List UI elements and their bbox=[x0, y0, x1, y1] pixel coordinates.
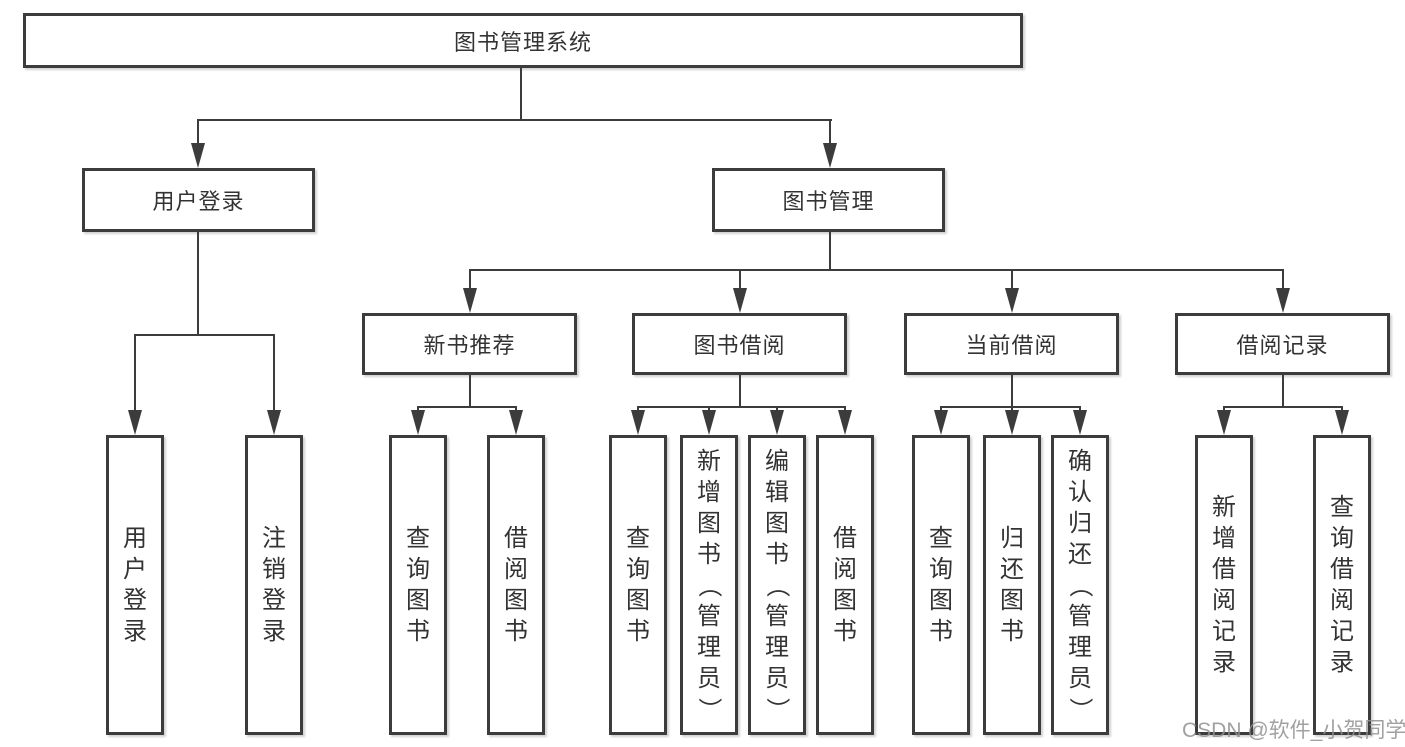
leaf-label: 新增借阅记录 bbox=[1212, 494, 1236, 676]
connector-line bbox=[469, 269, 1284, 271]
arrowhead-down-icon bbox=[191, 143, 205, 168]
connector-line bbox=[739, 374, 741, 408]
connector-line bbox=[197, 119, 832, 121]
leaf-edit-books-admin: 编辑图书（管理员） bbox=[748, 435, 806, 735]
arrowhead-down-icon bbox=[1005, 288, 1019, 313]
leaf-add-borrow-record: 新增借阅记录 bbox=[1195, 435, 1253, 735]
connector-line bbox=[637, 406, 846, 408]
connector-line bbox=[1011, 374, 1013, 408]
leaf-label: 借阅图书 bbox=[504, 525, 528, 645]
connector-line bbox=[197, 231, 199, 335]
leaf-label: 查询图书 bbox=[929, 525, 953, 645]
arrowhead-down-icon bbox=[1217, 410, 1231, 435]
node-label: 新书推荐 bbox=[423, 333, 516, 358]
leaf-label: 查询图书 bbox=[406, 525, 430, 645]
leaf-label: 编辑图书（管理员） bbox=[763, 447, 791, 722]
leaf-label: 查询借阅记录 bbox=[1330, 494, 1354, 676]
arrowhead-down-icon bbox=[463, 288, 477, 313]
connector-line bbox=[829, 231, 831, 271]
node-current-borrowing: 当前借阅 bbox=[904, 313, 1119, 375]
connector-line bbox=[134, 334, 136, 412]
arrowhead-down-icon bbox=[1073, 410, 1087, 435]
leaf-label: 借阅图书 bbox=[833, 525, 857, 645]
node-label: 用户登录 bbox=[152, 189, 245, 214]
arrowhead-down-icon bbox=[838, 410, 852, 435]
arrowhead-down-icon bbox=[823, 143, 837, 168]
arrowhead-down-icon bbox=[702, 410, 716, 435]
leaf-label: 注销登录 bbox=[262, 525, 286, 645]
connector-line bbox=[134, 334, 275, 336]
leaf-label: 查询图书 bbox=[626, 525, 650, 645]
leaf-query-borrow-record: 查询借阅记录 bbox=[1313, 435, 1371, 735]
arrowhead-down-icon bbox=[1005, 410, 1019, 435]
node-label: 图书借阅 bbox=[693, 333, 786, 358]
connector-line bbox=[273, 334, 275, 412]
leaf-newbooks-borrow-books: 借阅图书 bbox=[487, 435, 545, 735]
connector-line bbox=[469, 269, 471, 291]
node-label: 图书管理系统 bbox=[453, 29, 592, 55]
node-label: 当前借阅 bbox=[965, 333, 1058, 358]
leaf-borrow-query-books: 查询图书 bbox=[609, 435, 667, 735]
connector-line bbox=[829, 119, 831, 146]
connector-line bbox=[739, 269, 741, 291]
leaf-borrow-books: 借阅图书 bbox=[816, 435, 874, 735]
arrowhead-down-icon bbox=[1335, 410, 1349, 435]
node-book-borrowing: 图书借阅 bbox=[632, 313, 847, 375]
leaf-newbooks-query-books: 查询图书 bbox=[389, 435, 447, 735]
node-borrow-records: 借阅记录 bbox=[1175, 313, 1390, 375]
leaf-user-login: 用户登录 bbox=[106, 435, 164, 735]
leaf-logout: 注销登录 bbox=[245, 435, 303, 735]
arrowhead-down-icon bbox=[267, 410, 281, 435]
connector-line bbox=[520, 68, 522, 120]
connector-line bbox=[940, 406, 1081, 408]
connector-line bbox=[417, 406, 517, 408]
node-label: 图书管理 bbox=[782, 189, 875, 214]
leaf-label: 确认归还（管理员） bbox=[1066, 447, 1094, 722]
leaf-return-books: 归还图书 bbox=[983, 435, 1041, 735]
node-new-book-recommend: 新书推荐 bbox=[362, 313, 577, 375]
arrowhead-down-icon bbox=[1276, 288, 1290, 313]
arrowhead-down-icon bbox=[631, 410, 645, 435]
node-user-login: 用户登录 bbox=[82, 168, 315, 232]
arrowhead-down-icon bbox=[128, 410, 142, 435]
connector-line bbox=[197, 119, 199, 146]
arrowhead-down-icon bbox=[770, 410, 784, 435]
connector-line bbox=[1282, 269, 1284, 291]
csdn-watermark: CSDN @软件_小贺同学 bbox=[1182, 719, 1405, 742]
node-library-management-system: 图书管理系统 bbox=[23, 13, 1023, 68]
leaf-label: 归还图书 bbox=[1000, 525, 1024, 645]
leaf-add-books-admin: 新增图书（管理员） bbox=[680, 435, 738, 735]
arrowhead-down-icon bbox=[411, 410, 425, 435]
leaf-current-query-books: 查询图书 bbox=[912, 435, 970, 735]
leaf-confirm-return-admin: 确认归还（管理员） bbox=[1051, 435, 1109, 735]
arrowhead-down-icon bbox=[934, 410, 948, 435]
arrowhead-down-icon bbox=[509, 410, 523, 435]
connector-line bbox=[1282, 374, 1284, 408]
leaf-label: 新增图书（管理员） bbox=[695, 447, 723, 722]
leaf-label: 用户登录 bbox=[123, 525, 147, 645]
node-book-management: 图书管理 bbox=[712, 168, 945, 232]
connector-line bbox=[469, 374, 471, 408]
connector-line bbox=[1011, 269, 1013, 291]
node-label: 借阅记录 bbox=[1236, 333, 1329, 358]
arrowhead-down-icon bbox=[733, 288, 747, 313]
connector-line bbox=[1223, 406, 1343, 408]
